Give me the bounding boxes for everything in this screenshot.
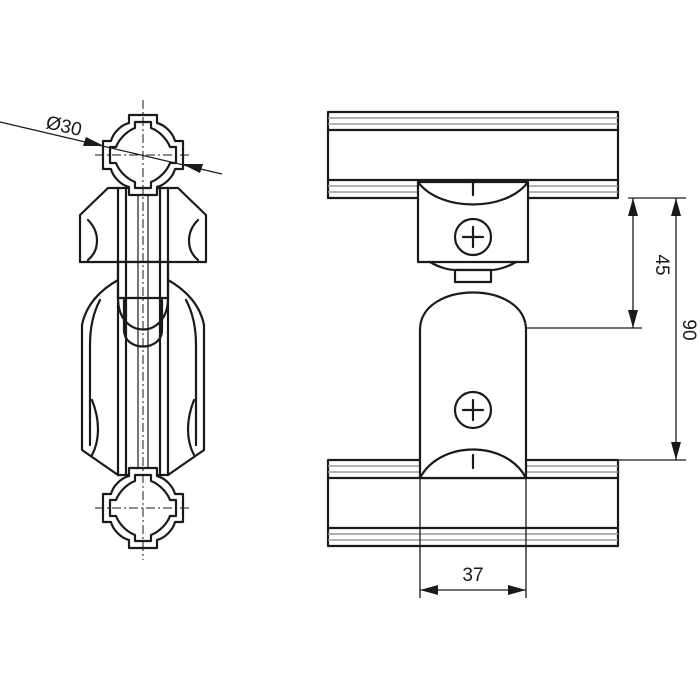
dim-37-arrow-left xyxy=(420,585,438,595)
dim-45-label: 45 xyxy=(651,254,672,275)
front-body-lower xyxy=(418,291,528,480)
diameter-label: Ø30 xyxy=(44,112,84,141)
front-body-lower-saddle xyxy=(418,448,528,480)
side-body-inner-right2 xyxy=(186,398,196,457)
side-clamp-upper-curve-r xyxy=(187,218,200,262)
screw-top xyxy=(453,217,493,257)
screw-bottom xyxy=(453,390,493,430)
side-view: Ø30 xyxy=(0,100,223,560)
diameter-arrow-1 xyxy=(83,137,104,146)
dim-45-arrow-top xyxy=(628,198,638,216)
dim-90-arrow-top xyxy=(671,198,681,216)
dim-45-arrow-bottom xyxy=(628,310,638,328)
side-body-inner-left2 xyxy=(90,398,100,457)
dim-90-arrow-bottom xyxy=(671,442,681,460)
diameter-arrow-2 xyxy=(182,164,203,173)
side-body-inner-left xyxy=(88,298,102,447)
front-neck xyxy=(453,268,493,284)
dim-37-label: 37 xyxy=(462,565,483,586)
dim-37-arrow-right xyxy=(508,585,526,595)
front-view: 45 90 37 xyxy=(326,110,699,598)
front-clamp-upper-foot xyxy=(428,260,518,272)
side-body-inner-right xyxy=(184,298,198,447)
side-clamp-upper-curve-l xyxy=(86,218,99,262)
front-clamp-upper-saddle xyxy=(416,180,530,206)
dim-90-label: 90 xyxy=(678,319,699,340)
